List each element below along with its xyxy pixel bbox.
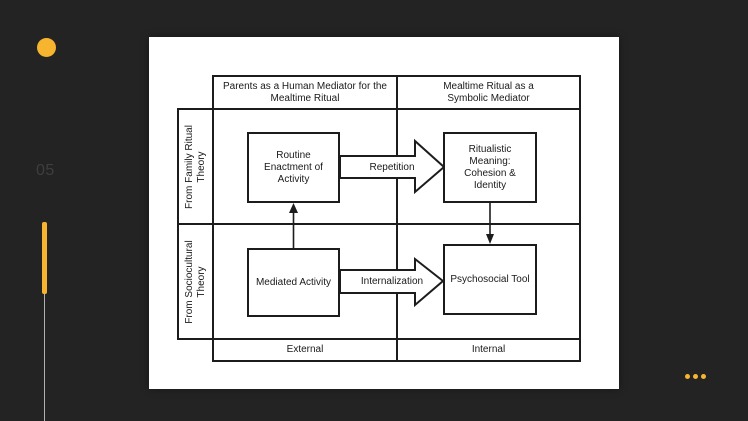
box-routine-enactment: Routine Enactment of Activity (247, 132, 340, 203)
accent-dot (37, 38, 56, 57)
repetition-arrow-label: Repetition (369, 161, 415, 173)
vertical-guide-line (44, 294, 45, 421)
accent-bar (42, 222, 47, 294)
repetition-block-arrow-icon (339, 138, 446, 195)
page-number: 05 (36, 162, 55, 179)
internalization-arrow-label: Internalization (360, 276, 424, 287)
dot (693, 374, 698, 379)
box-ritualistic-meaning: Ritualistic Meaning: Cohesion & Identity (443, 132, 537, 203)
matrix-footer-internal: Internal (396, 338, 581, 362)
internalization-block-arrow-icon (339, 256, 445, 308)
dot (685, 374, 690, 379)
arrow-layer (289, 138, 494, 308)
box-psychosocial-tool: Psychosocial Tool (443, 244, 537, 315)
up-arrowhead-icon (289, 203, 298, 213)
dot (701, 374, 706, 379)
box-mediated-activity: Mediated Activity (247, 248, 340, 317)
diagram-panel: Parents as a Human Mediator for the Meal… (149, 37, 619, 389)
down-arrowhead-icon (486, 234, 494, 244)
more-options-dots-icon[interactable] (685, 374, 706, 379)
